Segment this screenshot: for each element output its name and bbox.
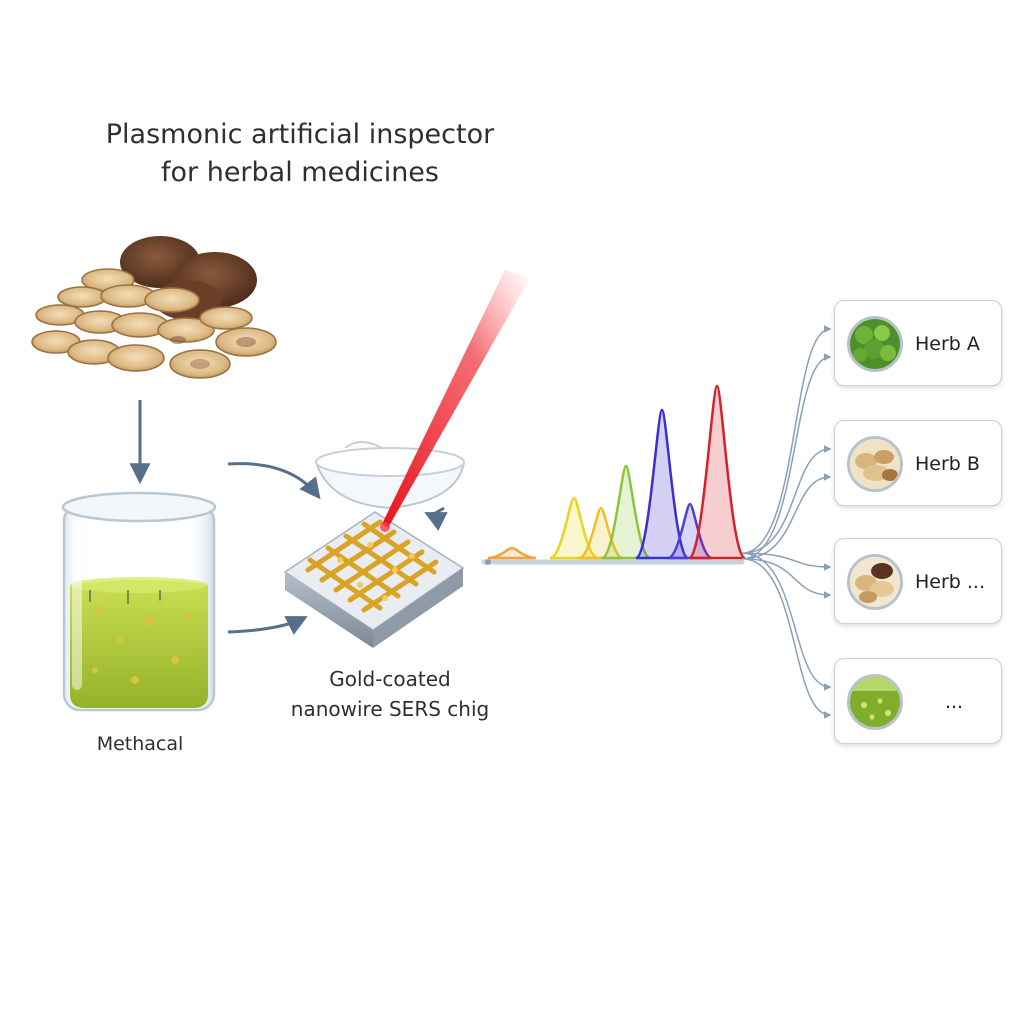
connector-line	[741, 473, 832, 560]
result-label-more: ...	[944, 691, 964, 713]
connector-line	[741, 558, 832, 599]
methanol-beaker-illustration	[61, 491, 217, 712]
connector-line	[741, 552, 832, 691]
glass-dish-illustration	[314, 441, 466, 531]
laser-spot	[380, 522, 390, 532]
spectrum-peak	[578, 506, 624, 560]
result-card-herb-a: Herb A	[834, 300, 1002, 386]
laser-beam	[382, 270, 530, 528]
sers-chip-illustration	[283, 511, 465, 648]
result-label-herb-more: Herb ...	[915, 571, 986, 593]
connector-line	[741, 558, 832, 719]
green-powder-icon	[847, 674, 903, 730]
spectrum-peak	[549, 496, 599, 560]
spectrum-peak	[487, 546, 537, 560]
chip-label: Gold-coated nanowire SERS chig	[250, 664, 530, 724]
arrow-lower-to-chip	[227, 616, 308, 635]
chip-label-line-1: Gold-coated	[329, 667, 451, 691]
methanol-label: Methacal	[96, 733, 184, 755]
herb-slices-illustration	[31, 236, 277, 379]
green-herb-icon	[847, 316, 903, 372]
connector-line	[741, 445, 832, 554]
arrow-upper-to-chip	[227, 462, 321, 500]
result-card-herb-more: Herb ...	[834, 538, 1002, 624]
title-line-2: for herbal medicines	[161, 157, 439, 188]
spectrum-to-results-connectors	[741, 325, 832, 719]
connector-line	[741, 353, 832, 560]
diagram-title: Plasmonic artificial inspector for herba…	[60, 116, 540, 192]
connector-line	[741, 325, 832, 554]
result-label-herb-a: Herb A	[915, 333, 980, 355]
sers-spectrum	[481, 384, 747, 565]
spectrum-peak	[687, 384, 747, 560]
connector-line	[741, 552, 832, 571]
root-slices-icon	[847, 436, 903, 492]
result-card-herb-b: Herb B	[834, 420, 1002, 506]
mixed-herb-icon	[847, 554, 903, 610]
title-line-1: Plasmonic artificial inspector	[105, 119, 495, 150]
chip-label-line-2: nanowire SERS chig	[290, 697, 490, 721]
spectrum-peak	[667, 502, 713, 560]
result-card-more: ...	[834, 658, 1002, 744]
result-label-herb-b: Herb B	[915, 453, 980, 475]
